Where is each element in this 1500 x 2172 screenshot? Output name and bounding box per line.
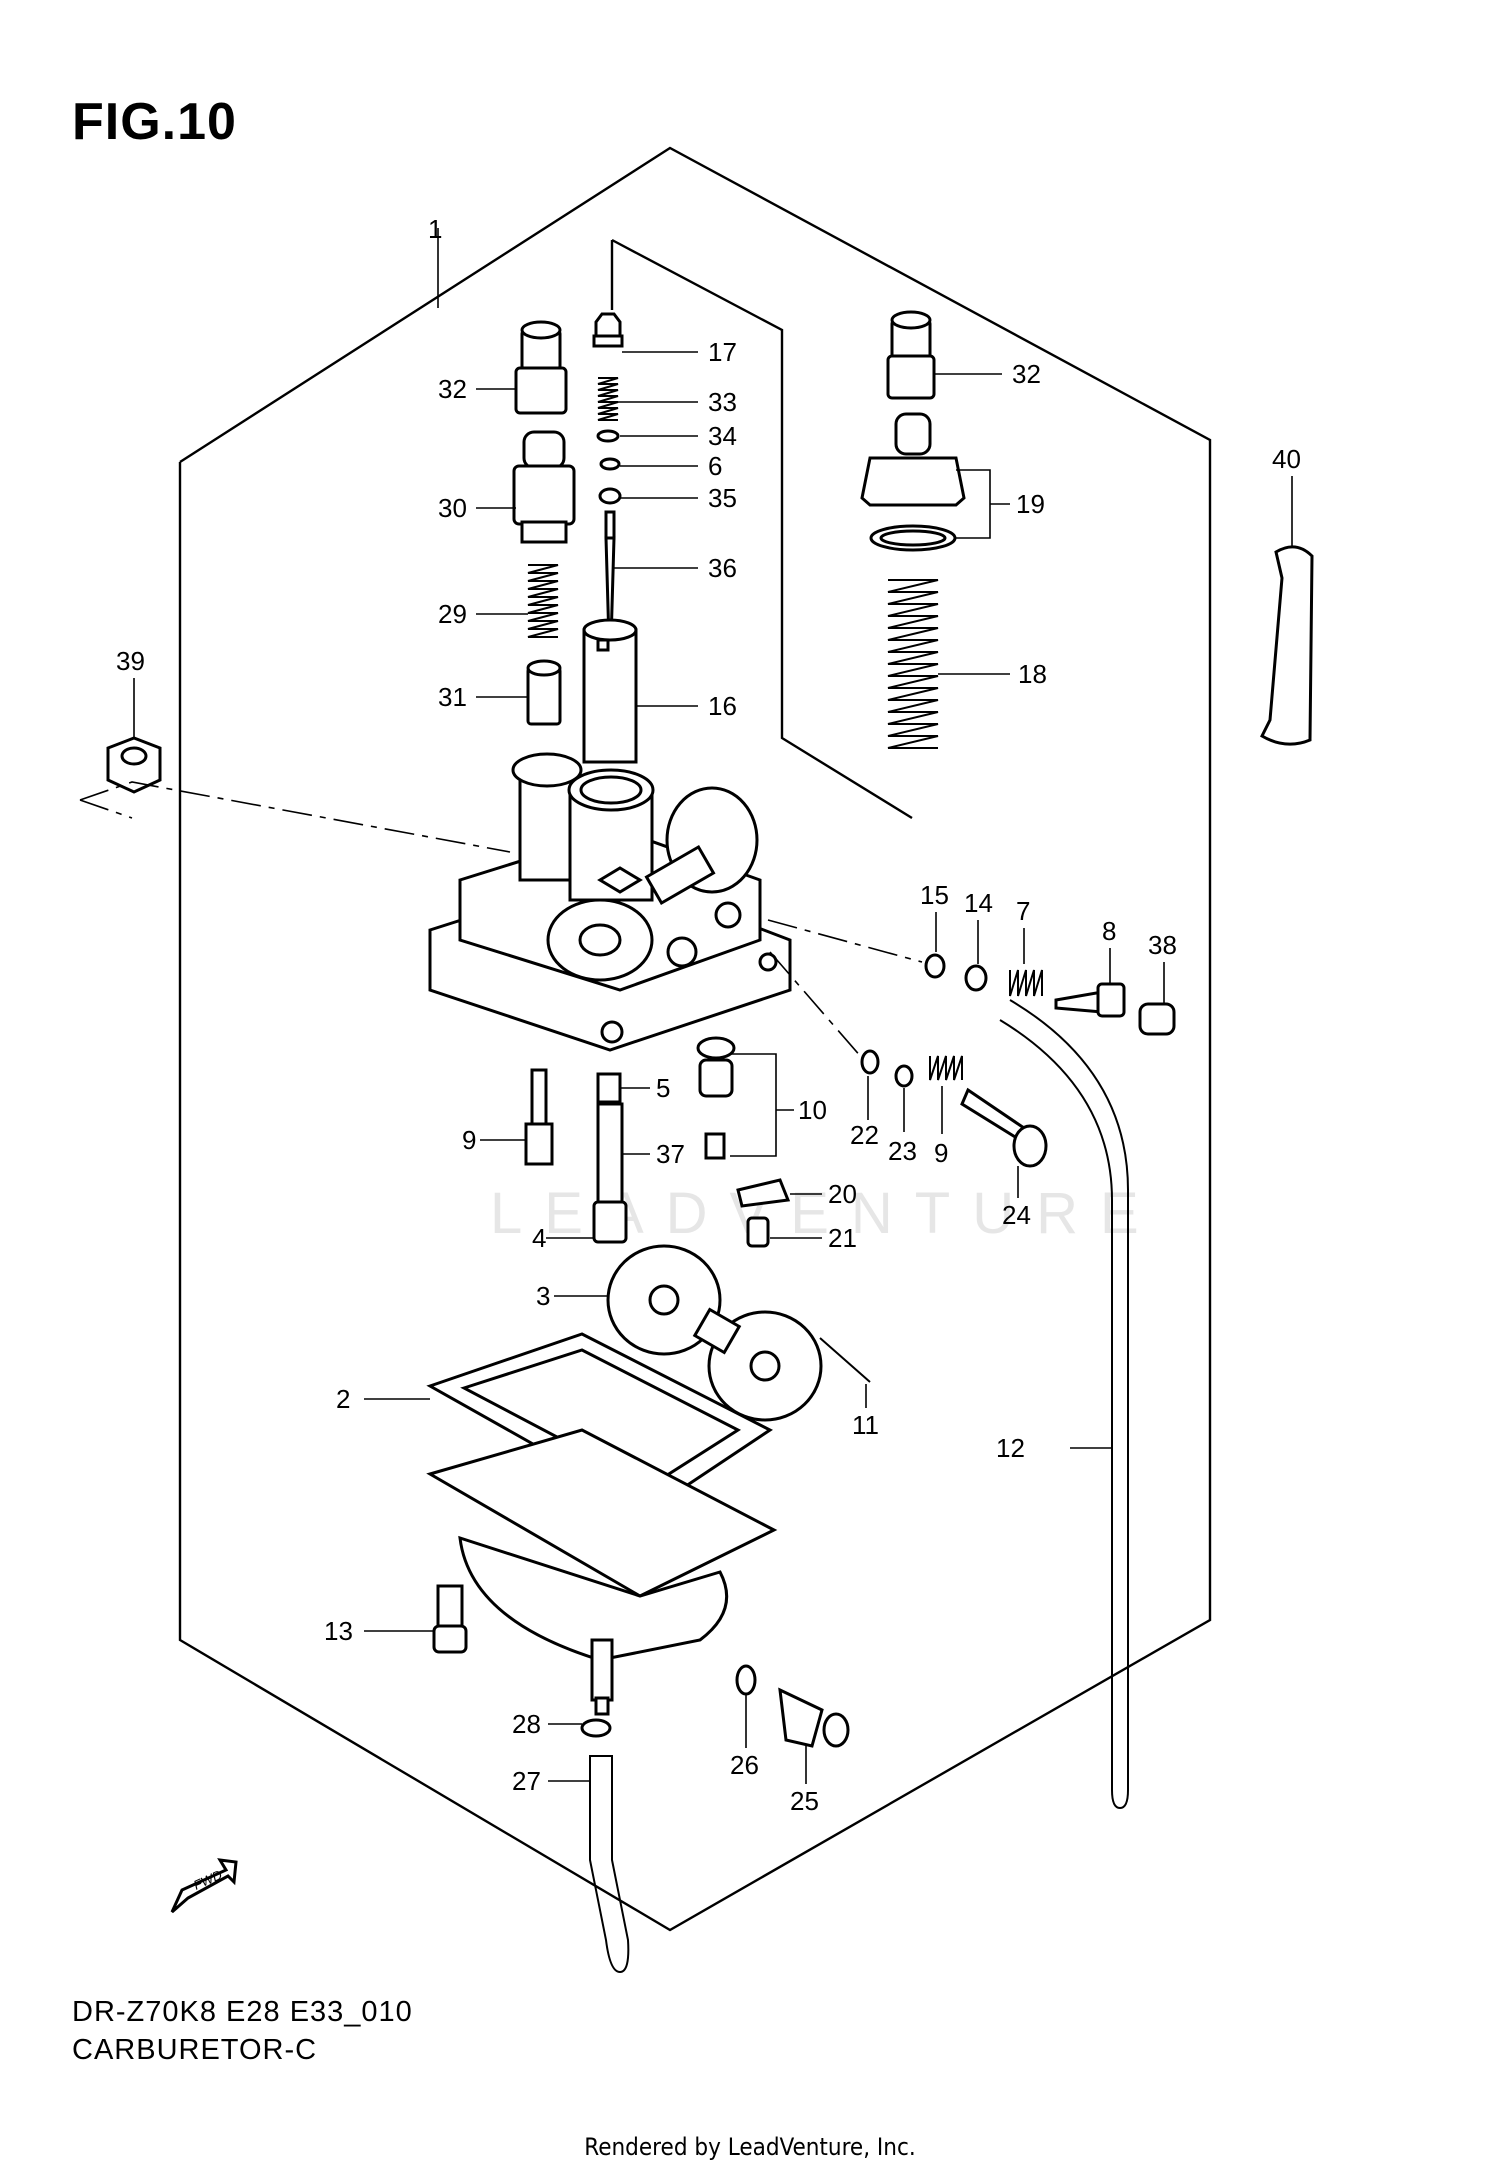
callout-9-right: 9 <box>934 1138 948 1168</box>
clip-28 <box>580 1718 612 1738</box>
screw-13 <box>432 1584 468 1654</box>
leader-lines <box>133 228 1293 1784</box>
cap-32-right <box>886 310 936 400</box>
callout-35: 35 <box>708 483 737 513</box>
part-31 <box>526 659 562 726</box>
callout-37: 37 <box>656 1139 685 1169</box>
assembly-frame <box>178 146 1212 1932</box>
washer-22 <box>860 1049 880 1075</box>
callout-12: 12 <box>996 1433 1025 1463</box>
callout-25: 25 <box>790 1786 819 1816</box>
cap-38 <box>1138 1002 1176 1036</box>
callout-34: 34 <box>708 421 737 451</box>
model-code: DR-Z70K8 E28 E33_010 <box>72 1996 413 2028</box>
hose-27 <box>589 1755 630 1974</box>
callout-40: 40 <box>1272 444 1301 474</box>
callout-30: 30 <box>438 493 467 523</box>
callout-20: 20 <box>828 1179 857 1209</box>
callout-5: 5 <box>656 1073 670 1103</box>
washer-23 <box>894 1064 914 1088</box>
callout-17: 17 <box>708 337 737 367</box>
callout-10: 10 <box>798 1095 827 1125</box>
callout-27: 27 <box>512 1766 541 1796</box>
nut-39 <box>106 736 162 794</box>
callout-28: 28 <box>512 1709 541 1739</box>
callout-16: 16 <box>708 691 737 721</box>
nut-30 <box>512 430 576 544</box>
callout-1: 1 <box>428 214 442 244</box>
spring-9-right <box>929 1055 963 1081</box>
washer-14 <box>964 964 988 992</box>
clip-17 <box>592 312 624 348</box>
fwd-arrow-icon: FWD <box>170 1858 238 1914</box>
callout-11: 11 <box>852 1410 879 1440</box>
callout-26: 26 <box>730 1750 759 1780</box>
needle-jet-37 <box>596 1102 624 1210</box>
callout-18: 18 <box>1018 659 1047 689</box>
screw-21 <box>746 1216 770 1248</box>
callout-19: 19 <box>1016 489 1045 519</box>
figure-title: FIG.10 <box>72 93 237 151</box>
callout-32-left: 32 <box>438 374 467 404</box>
spring-33 <box>597 377 619 421</box>
callout-14: 14 <box>964 888 993 918</box>
callout-39: 39 <box>116 646 145 676</box>
callout-8: 8 <box>1102 916 1116 946</box>
plate-20 <box>736 1178 791 1208</box>
callout-7: 7 <box>1016 896 1030 926</box>
callout-6: 6 <box>708 451 722 481</box>
callout-2: 2 <box>336 1384 350 1414</box>
alignment-lines <box>79 781 923 1059</box>
screw-8 <box>1054 982 1126 1018</box>
carburetor-body <box>428 752 792 1052</box>
callout-29: 29 <box>438 599 467 629</box>
screw-24 <box>960 1087 1048 1168</box>
throttle-valve-16 <box>582 618 638 764</box>
callout-38: 38 <box>1148 930 1177 960</box>
cap-19 <box>860 412 966 552</box>
callout-33: 33 <box>708 387 737 417</box>
float-pin-11 <box>819 1337 871 1383</box>
float-valve-10 <box>696 1036 736 1160</box>
main-jet-4 <box>592 1200 628 1244</box>
washer-34 <box>596 429 620 443</box>
strap-40 <box>1260 545 1314 746</box>
callout-15: 15 <box>920 880 949 910</box>
pilot-jet-9 <box>524 1068 554 1166</box>
callout-32-right: 32 <box>1012 359 1041 389</box>
callout-21: 21 <box>828 1223 857 1253</box>
callout-4: 4 <box>532 1223 546 1253</box>
float-chamber <box>426 1428 778 1716</box>
diagram-subtitle: CARBURETOR-C <box>72 2034 318 2066</box>
e-ring-6 <box>599 457 621 471</box>
callout-23: 23 <box>888 1136 917 1166</box>
gasket-2 <box>426 1332 773 1512</box>
washer-26 <box>735 1664 757 1696</box>
callout-36: 36 <box>708 553 737 583</box>
washer-35 <box>598 487 622 505</box>
float-3 <box>606 1244 823 1422</box>
callout-22: 22 <box>850 1120 879 1150</box>
callouts: 1 32 30 29 31 17 33 34 6 35 36 16 32 19 … <box>116 214 1301 1816</box>
footer-credit: Rendered by LeadVenture, Inc. <box>584 2133 916 2161</box>
washer-15 <box>924 953 946 979</box>
spring-29 <box>527 564 559 638</box>
callout-24: 24 <box>1002 1200 1031 1230</box>
drain-screw-25 <box>778 1687 850 1748</box>
spring-18 <box>887 579 939 749</box>
callout-3: 3 <box>536 1281 550 1311</box>
spring-7 <box>1009 969 1043 997</box>
tube-12 <box>999 999 1129 1810</box>
cap-32-left <box>514 320 568 415</box>
jet-5 <box>596 1072 622 1104</box>
callout-31: 31 <box>438 682 467 712</box>
callout-13: 13 <box>324 1616 353 1646</box>
callout-9-left: 9 <box>462 1125 476 1155</box>
